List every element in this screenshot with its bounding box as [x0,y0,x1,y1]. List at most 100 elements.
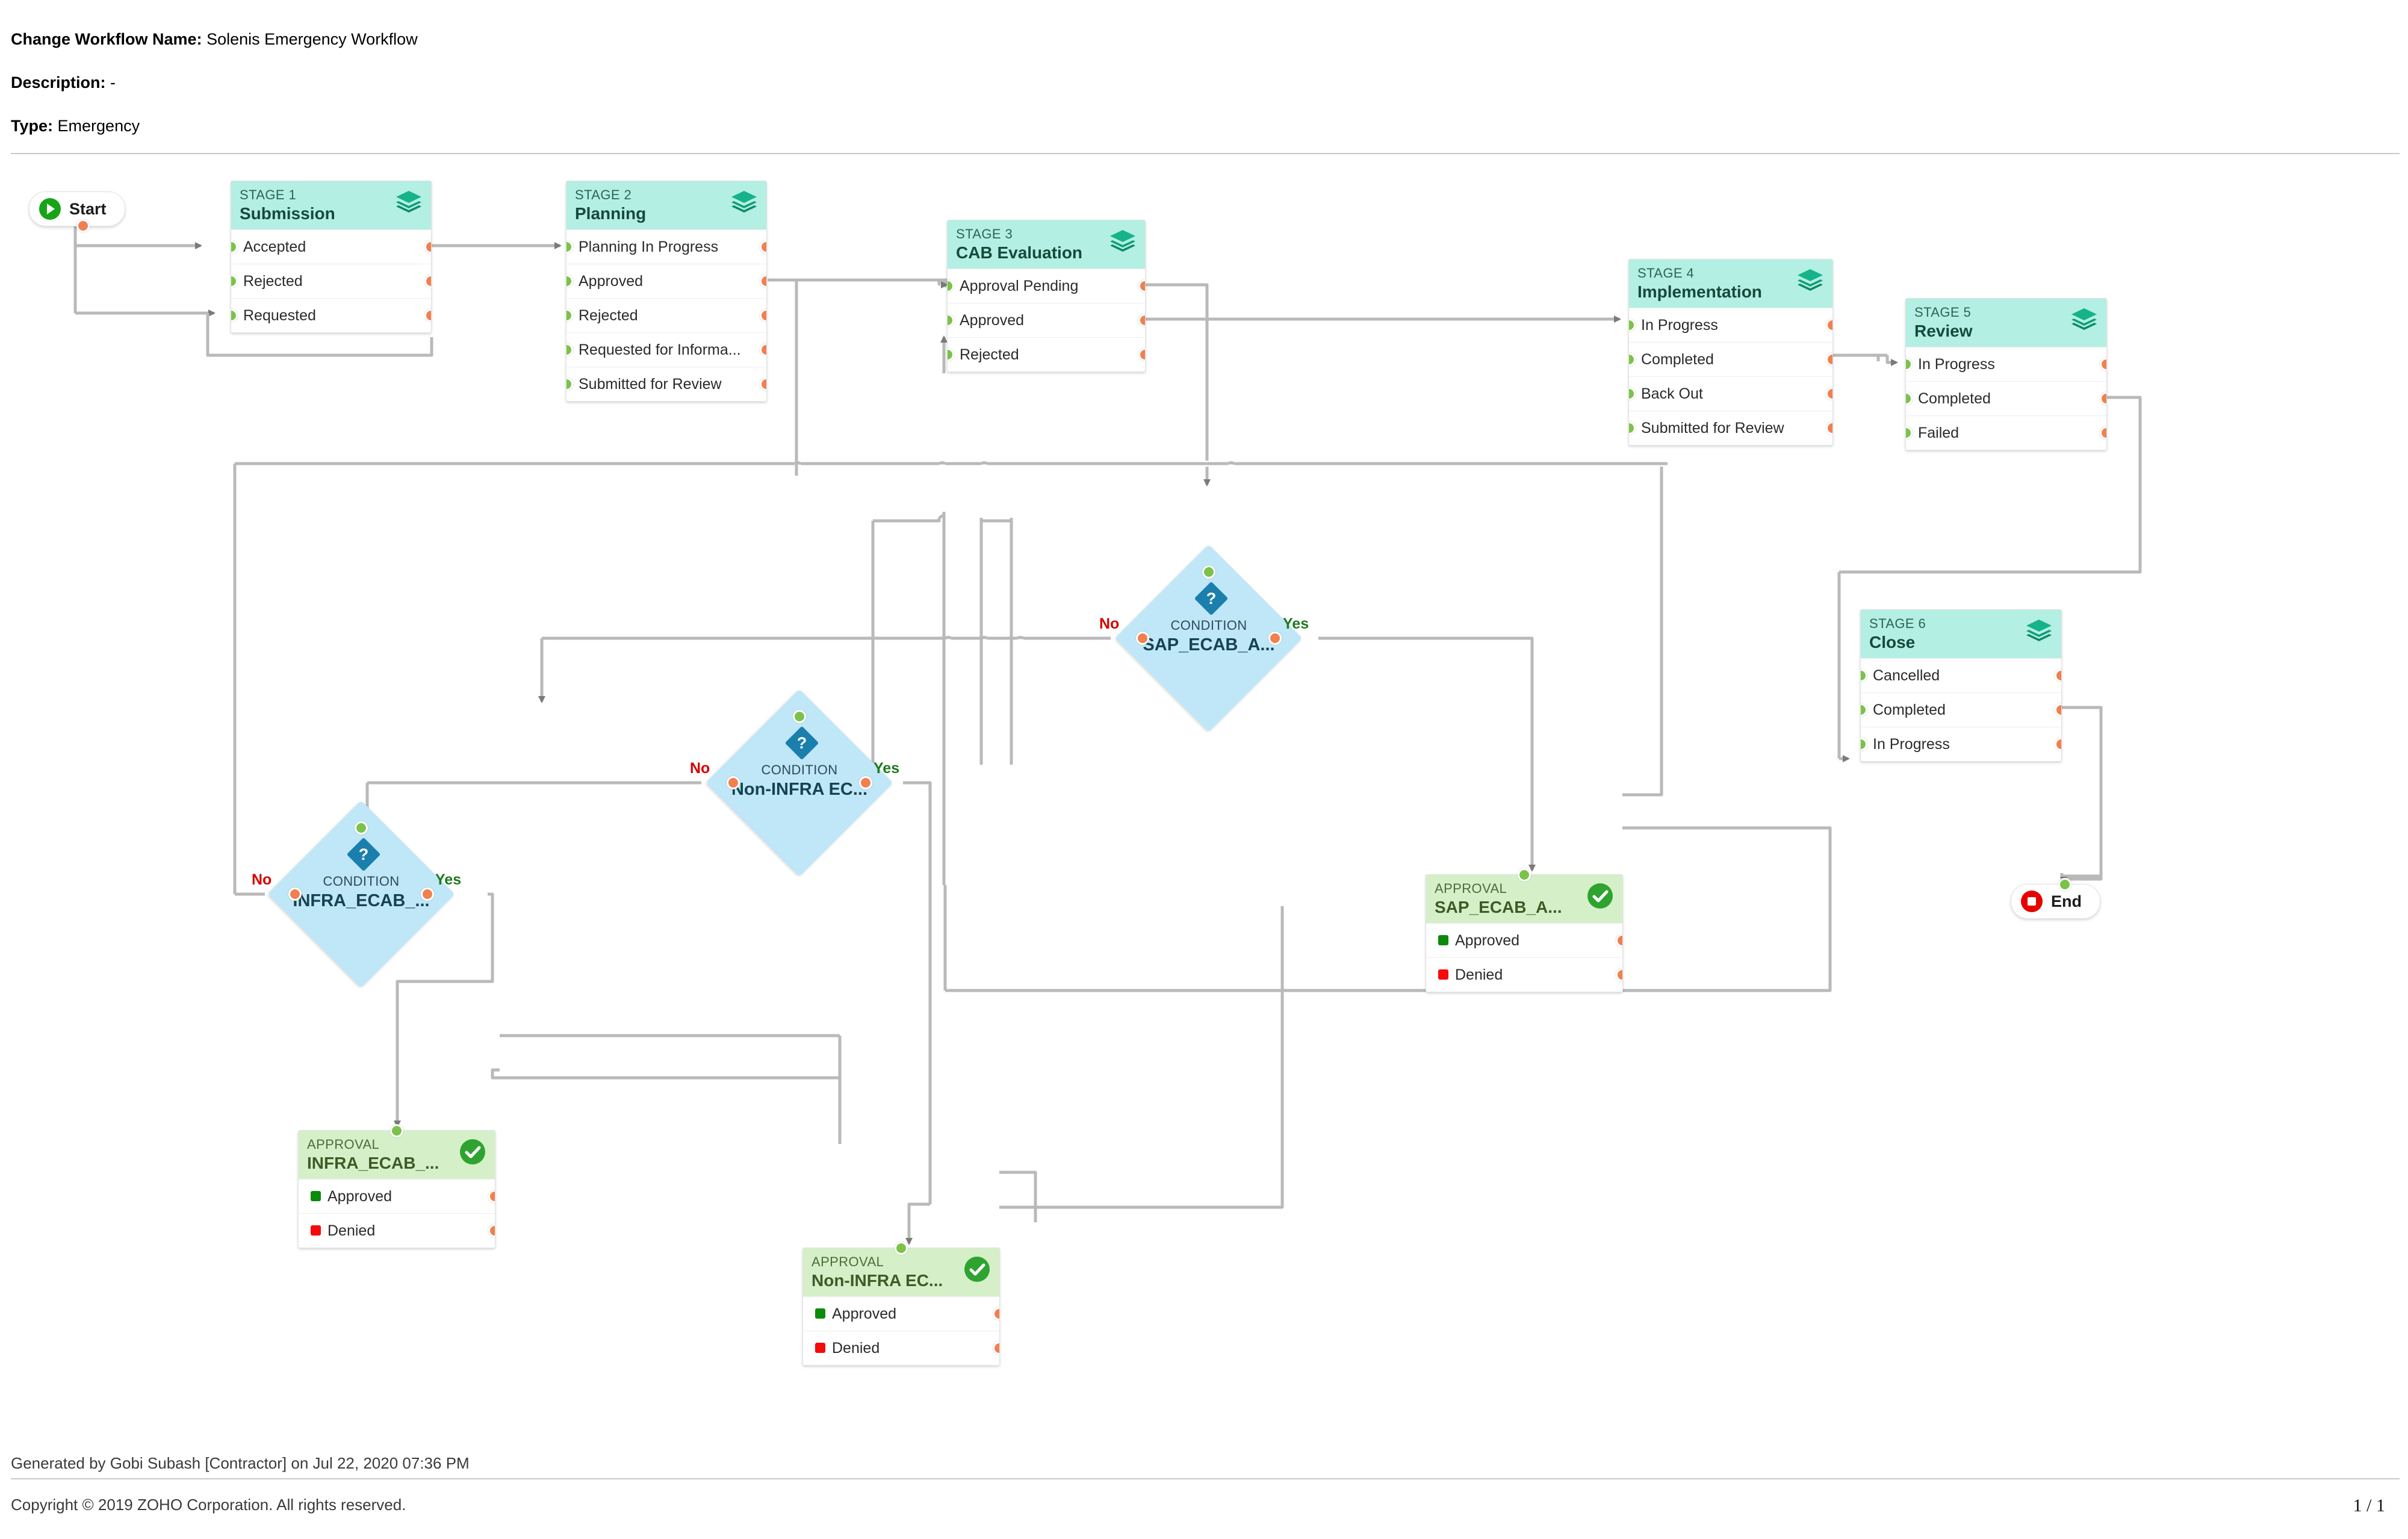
condition-node-sap-ecab[interactable]: ? CONDITION SAP_ECAB_A... No Yes [1099,544,1309,732]
row-output-port[interactable] [2055,737,2061,751]
row-output-port[interactable] [1826,421,1832,435]
stage-row[interactable]: Requested for Informa... [566,332,766,367]
condition-no-port[interactable] [727,776,740,789]
stage-row[interactable]: Completed [1629,341,1832,376]
row-input-port[interactable] [1629,318,1636,332]
approval-node-non-infra-ecab[interactable]: APPROVAL Non-INFRA EC... Approved Denied [802,1242,1000,1366]
stage-row[interactable]: Rejected [948,337,1145,372]
row-input-port[interactable] [566,343,573,356]
stage-node-close[interactable]: STAGE 6 Close Cancelled Completed In Pr [1860,609,2062,762]
row-output-port[interactable] [424,274,431,288]
row-output-port[interactable] [424,240,431,253]
row-output-port[interactable] [2100,357,2106,371]
row-input-port[interactable] [948,347,954,361]
stage-row[interactable]: Approved [566,263,766,298]
row-output-port[interactable] [2100,391,2106,405]
condition-no-port[interactable] [288,888,302,901]
approval-input-port[interactable] [895,1242,908,1255]
row-output-port[interactable] [760,377,766,391]
stage-row[interactable]: In Progress [1906,346,2106,381]
row-output-port[interactable] [1616,933,1622,947]
row-output-port[interactable] [488,1189,495,1203]
condition-no-port[interactable] [1136,632,1149,645]
stage-row[interactable]: Submitted for Review [566,366,766,401]
stage-node-review[interactable]: STAGE 5 Review In Progress Completed Fa [1905,298,2107,450]
condition-yes-port[interactable] [1268,632,1282,645]
end-input-port[interactable] [2058,878,2071,891]
stage-row[interactable]: Cancelled [1861,658,2061,692]
stage-node-implementation[interactable]: STAGE 4 Implementation In Progress Compl… [1628,259,1833,446]
row-output-port[interactable] [1826,387,1832,400]
condition-yes-port[interactable] [421,888,434,901]
row-input-port[interactable] [1906,391,1913,405]
approval-row[interactable]: Denied [299,1213,495,1248]
approval-input-port[interactable] [1518,868,1531,881]
row-input-port[interactable] [566,274,573,288]
row-output-port[interactable] [2055,668,2061,682]
approval-node-sap-ecab[interactable]: APPROVAL SAP_ECAB_A... Approved Denied [1426,868,1623,992]
stage-row[interactable]: Completed [1906,381,2106,415]
approval-row[interactable]: Denied [803,1330,999,1365]
row-input-port[interactable] [1629,352,1636,366]
row-input-port[interactable] [231,308,238,322]
approval-row[interactable]: Approved [299,1178,495,1213]
row-input-port[interactable] [1906,426,1913,440]
row-input-port[interactable] [231,240,238,253]
row-output-port[interactable] [2055,703,2061,717]
row-input-port[interactable] [1861,737,1867,751]
row-input-port[interactable] [1629,387,1636,400]
approval-input-port[interactable] [390,1124,403,1137]
condition-input-port[interactable] [355,821,368,835]
stage-node-cab-evaluation[interactable]: STAGE 3 CAB Evaluation Approval Pending … [947,220,1146,372]
stage-row[interactable]: In Progress [1861,726,2061,761]
stage-row[interactable]: In Progress [1629,307,1832,342]
stage-row[interactable]: Failed [1906,415,2106,450]
row-output-port[interactable] [760,240,766,253]
stage-row[interactable]: Completed [1861,692,2061,727]
stage-row[interactable]: Approval Pending [948,268,1145,303]
stage-row[interactable]: Back Out [1629,376,1832,411]
approval-node-infra-ecab[interactable]: APPROVAL INFRA_ECAB_... Approved Denied [298,1124,495,1248]
stage-node-planning[interactable]: STAGE 2 Planning Planning In Progress Ap… [566,181,767,402]
stage-node-submission[interactable]: STAGE 1 Submission Accepted Rejected Re [231,181,432,333]
row-output-port[interactable] [993,1341,999,1355]
row-output-port[interactable] [1138,347,1145,361]
row-output-port[interactable] [1826,352,1832,366]
row-output-port[interactable] [1138,279,1145,293]
row-input-port[interactable] [1629,421,1636,435]
stage-row[interactable]: Rejected [231,263,431,298]
stage-row[interactable]: Accepted [231,229,431,264]
condition-input-port[interactable] [793,710,806,723]
condition-node-non-infra-ecab[interactable]: ? CONDITION Non-INFRA EC... No Yes [690,689,899,877]
row-output-port[interactable] [1616,968,1622,981]
approval-row[interactable]: Approved [803,1296,999,1331]
row-input-port[interactable] [566,377,573,391]
end-node[interactable]: End [2011,878,2100,919]
stage-row[interactable]: Requested [231,297,431,332]
row-output-port[interactable] [1826,318,1832,332]
row-input-port[interactable] [1861,668,1867,682]
row-input-port[interactable] [566,240,573,253]
approval-row[interactable]: Approved [1426,922,1622,957]
stage-row[interactable]: Submitted for Review [1629,410,1832,445]
row-input-port[interactable] [566,308,573,322]
start-node[interactable]: Start [29,191,125,232]
condition-input-port[interactable] [1202,565,1215,579]
row-output-port[interactable] [760,343,766,356]
start-output-port[interactable] [76,219,90,232]
stage-row[interactable]: Approved [948,302,1145,337]
row-output-port[interactable] [424,308,431,322]
condition-yes-port[interactable] [859,776,872,789]
row-input-port[interactable] [1861,703,1867,717]
row-output-port[interactable] [760,274,766,288]
row-input-port[interactable] [1906,357,1913,371]
row-output-port[interactable] [760,308,766,322]
row-input-port[interactable] [231,274,238,288]
row-output-port[interactable] [488,1223,495,1237]
row-input-port[interactable] [948,313,954,327]
approval-row[interactable]: Denied [1426,957,1622,992]
row-output-port[interactable] [1138,313,1145,327]
stage-row[interactable]: Rejected [566,297,766,332]
row-output-port[interactable] [2100,426,2106,440]
stage-row[interactable]: Planning In Progress [566,229,766,264]
